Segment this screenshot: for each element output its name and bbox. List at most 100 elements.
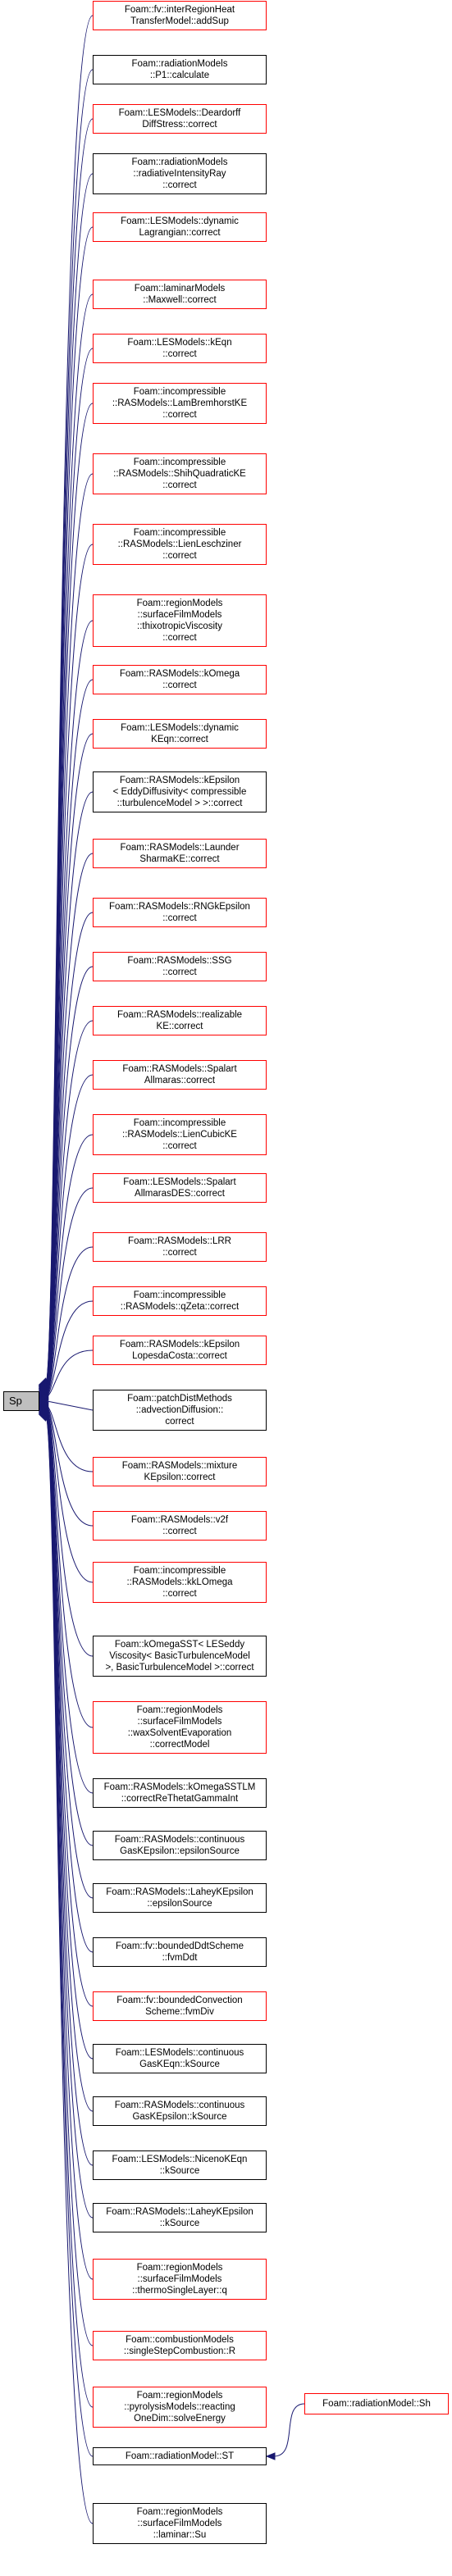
node-label-line: ::correct — [162, 551, 197, 561]
caller-node[interactable]: Foam::combustionModels::singleStepCombus… — [93, 2331, 267, 2360]
caller-node[interactable]: Foam::incompressible::RASModels::LamBrem… — [93, 383, 267, 424]
node-label-line: DiffStress::correct — [142, 120, 217, 130]
node-label-line: ::surfaceFilmModels — [137, 2519, 222, 2528]
node-label-line: Foam::RASModels::Launder — [120, 843, 240, 853]
node-label-line: Foam::LESModels::NicenoKEqn — [112, 2155, 248, 2164]
node-label-line: Foam::fv::boundedConvection — [116, 1996, 243, 2005]
node-label-line: ::Maxwell::correct — [143, 295, 217, 305]
node-label-line: ::pyrolysisModels::reacting — [124, 2402, 235, 2412]
node-label-line: Foam::LESModels::Deardorff — [118, 108, 241, 118]
node-label-line: ::correct — [162, 1141, 197, 1151]
node-label-line: Foam::kOmegaSST< LESeddy — [114, 1640, 245, 1650]
node-label-line: ::correct — [162, 680, 197, 690]
call-edge — [45, 1246, 94, 1398]
focus-node-sp: Sp — [3, 1391, 39, 1411]
caller-node[interactable]: Foam::regionModels::surfaceFilmModels::t… — [93, 594, 267, 647]
node-label-line: Foam::regionModels — [136, 2507, 223, 2517]
node-label-line: TransferModel::addSup — [130, 16, 229, 26]
node-label-line: Foam::RASModels::kEpsilon — [119, 1340, 240, 1349]
node-label-line: ::RASModels::qZeta::correct — [120, 1302, 240, 1312]
node-label-line: ::singleStepCombustion::R — [123, 2346, 236, 2356]
node-label-line: ::correct — [162, 967, 197, 977]
node-label-line: ::RASModels::ShihQuadraticKE — [113, 469, 246, 479]
caller-node[interactable]: Foam::incompressible::RASModels::qZeta::… — [93, 1286, 267, 1316]
node-label-line: < EddyDiffusivity< compressible — [112, 787, 247, 797]
node-label-line: Foam::RASModels::continuous — [114, 2100, 245, 2110]
node-label-line: ::thermoSingleLayer::q — [132, 2286, 227, 2296]
node-label-line: Foam::RASModels::LaheyKEpsilon — [106, 2207, 253, 2217]
side-caller-node[interactable]: Foam::radiationModel::Sh — [304, 2393, 449, 2414]
caller-node: Foam::regionModels::surfaceFilmModels::l… — [93, 2503, 267, 2544]
node-label-line: Foam::RASModels::realizable — [116, 1010, 243, 1020]
call-edge — [45, 1074, 94, 1395]
node-label-line: ::surfaceFilmModels — [137, 610, 222, 620]
node-label-line: Foam::RASModels::v2f — [130, 1515, 229, 1525]
node-label-line: OneDim::solveEnergy — [134, 2414, 226, 2424]
caller-node[interactable]: Foam::regionModels::surfaceFilmModels::w… — [93, 1701, 267, 1754]
call-edge — [45, 1349, 94, 1399]
node-label-line: correct — [165, 1417, 194, 1427]
node-label-line: KE::correct — [156, 1022, 203, 1031]
caller-node: Foam::radiationModel::ST — [93, 2447, 267, 2465]
caller-node[interactable]: Foam::incompressible::RASModels::LienCub… — [93, 1114, 267, 1155]
caller-node[interactable]: Foam::regionModels::surfaceFilmModels::t… — [93, 2259, 267, 2300]
caller-node[interactable]: Foam::RASModels::kOmega::correct — [93, 665, 267, 694]
caller-node[interactable]: Foam::regionModels::pyrolysisModels::rea… — [93, 2387, 267, 2428]
node-label-line: Foam::LESModels::kEqn — [127, 338, 232, 348]
caller-node[interactable]: Foam::RASModels::SSG::correct — [93, 952, 267, 981]
caller-node[interactable]: Foam::RASModels::v2f::correct — [93, 1511, 267, 1541]
node-label-line: ::kSource — [159, 2166, 200, 2176]
caller-node: Foam::radiationModels::P1::calculate — [93, 55, 267, 84]
node-label-line: ::correct — [162, 1248, 197, 1258]
node-label-line: KEqn::correct — [151, 735, 208, 744]
node-label-line: ::radiativeIntensityRay — [133, 169, 226, 179]
node-label-line: GasKEqn::kSource — [139, 2059, 220, 2069]
caller-node[interactable]: Foam::incompressible::RASModels::ShihQua… — [93, 453, 267, 494]
caller-node: Foam::RASModels::kOmegaSSTLM::correctReT… — [93, 1778, 267, 1808]
node-label-line: ::RASModels::LienLeschziner — [117, 539, 242, 549]
caller-node[interactable]: Foam::LESModels::kEqn::correct — [93, 334, 267, 363]
node-label-line: Foam::incompressible — [133, 1566, 226, 1576]
node-label-line: Foam::incompressible — [133, 457, 226, 467]
caller-node[interactable]: Foam::incompressible::RASModels::kkLOmeg… — [93, 1562, 267, 1603]
call-edge — [45, 1409, 94, 1846]
edge-arrowhead — [265, 2452, 276, 2460]
node-label-line: Allmaras::correct — [144, 1076, 216, 1085]
node-label-line: >, BasicTurbulenceModel >::correct — [105, 1663, 254, 1673]
node-label-line: ::correct — [162, 480, 197, 490]
call-edge — [45, 1404, 94, 1472]
node-label-line: ::correct — [162, 410, 197, 420]
node-label-line: Foam::combustionModels — [126, 2335, 234, 2345]
node-label-line: Lagrangian::correct — [139, 228, 221, 238]
node-label-line: ::turbulenceModel > >::correct — [116, 799, 243, 808]
call-edge — [45, 1409, 94, 1953]
node-label-line: Foam::fv::interRegionHeat — [124, 5, 235, 15]
caller-node: Foam::fv::boundedDdtScheme::fvmDdt — [93, 1937, 267, 1967]
caller-node[interactable]: Foam::incompressible::RASModels::LienLes… — [93, 524, 267, 565]
node-label-line: Foam::RASModels::LaheyKEpsilon — [106, 1887, 253, 1897]
node-label-line: ::RASModels::LamBremhorstKE — [112, 398, 248, 408]
caller-node[interactable]: Foam::RASModels::LRR::correct — [93, 1232, 267, 1262]
node-label-line: GasKEpsilon::kSource — [132, 2112, 227, 2122]
caller-node[interactable]: Foam::RASModels::RNGkEpsilon::correct — [93, 898, 267, 927]
node-label-line: ::RASModels::kkLOmega — [126, 1577, 233, 1587]
node-label-line: ::correct — [162, 180, 197, 190]
caller-node: Foam::RASModels::kEpsilon< EddyDiffusivi… — [93, 771, 267, 812]
caller-node[interactable]: Foam::laminarModels::Maxwell::correct — [93, 280, 267, 309]
